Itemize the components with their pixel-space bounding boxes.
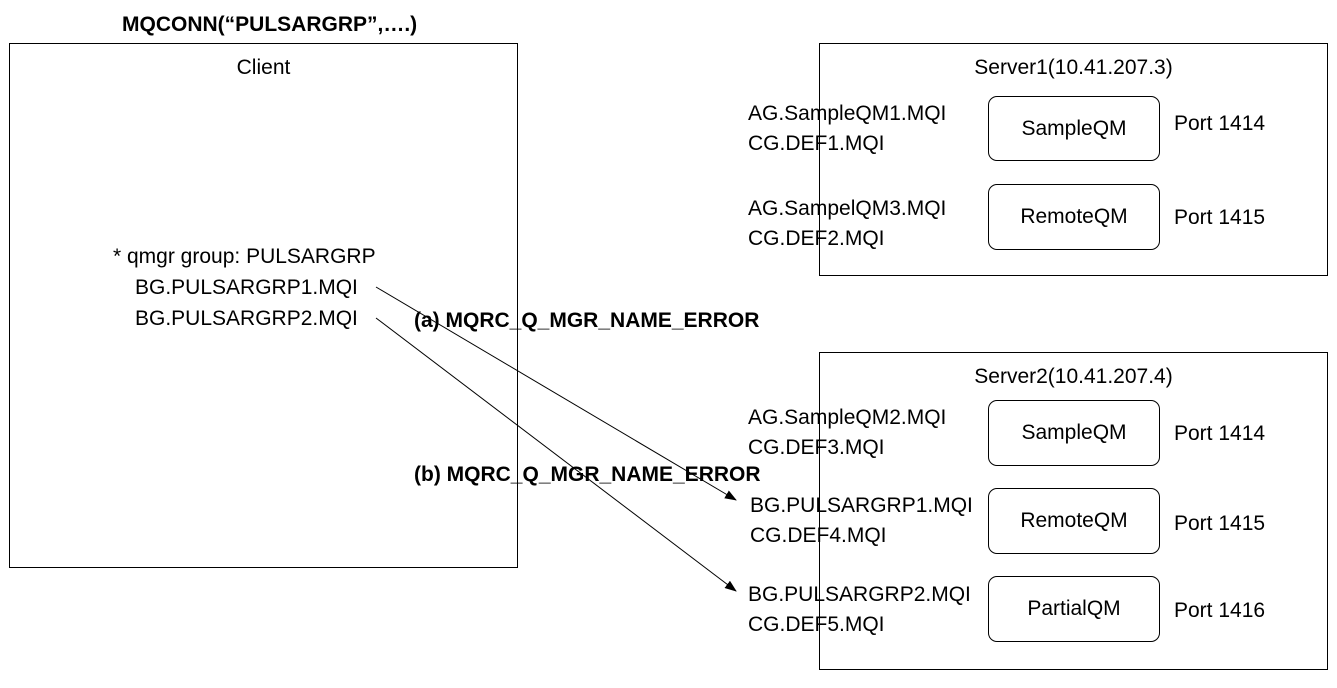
server1-row2-port: Port 1415 <box>1174 206 1266 229</box>
server2-row2-port: Port 1415 <box>1174 512 1266 535</box>
server1-qm-samplequm-label: SampleQM <box>1021 116 1127 140</box>
server1-row1-entry2: CG.DEF1.MQI <box>748 132 885 155</box>
server1-row2-entry2: CG.DEF2.MQI <box>748 227 885 250</box>
client-entry-2: BG.PULSARGRP2.MQI <box>135 307 358 330</box>
server2-qm-samplequm: SampleQM <box>988 400 1160 466</box>
server2-row2-entry2: CG.DEF4.MQI <box>750 524 887 547</box>
server1-row1-port: Port 1414 <box>1174 112 1266 135</box>
mqconn-call-label: MQCONN(“PULSARGRP”,….) <box>122 13 418 36</box>
server1-title: Server1(10.41.207.3) <box>974 56 1173 79</box>
server2-qm-remoteqm-label: RemoteQM <box>1020 509 1128 532</box>
server1-row1-entry1: AG.SampleQM1.MQI <box>748 102 947 125</box>
server2-qm-partialqm-label: PartialQM <box>1027 597 1121 620</box>
server2-qm-remoteqm: RemoteQM <box>988 488 1160 554</box>
server2-row3-entry2: CG.DEF5.MQI <box>748 613 885 636</box>
error-label-b: (b) MQRC_Q_MGR_NAME_ERROR <box>414 463 761 486</box>
server2-qm-partialqm: PartialQM <box>988 576 1160 642</box>
server1-qm-remoteqm-label: RemoteQM <box>1020 205 1128 228</box>
server2-row3-entry1: BG.PULSARGRP2.MQI <box>748 583 971 606</box>
error-label-a: (a) MQRC_Q_MGR_NAME_ERROR <box>414 309 760 332</box>
client-entry-1: BG.PULSARGRP1.MQI <box>135 276 358 299</box>
server2-row1-port: Port 1414 <box>1174 422 1266 445</box>
server1-qm-remoteqm: RemoteQM <box>988 184 1160 250</box>
client-title: Client <box>236 56 291 79</box>
server2-row1-entry1: AG.SampleQM2.MQI <box>748 406 947 429</box>
server2-row3-port: Port 1416 <box>1174 599 1266 622</box>
client-group-line: * qmgr group: PULSARGRP <box>113 245 376 268</box>
server1-qm-samplequm: SampleQM <box>988 96 1160 161</box>
server2-row2-entry1: BG.PULSARGRP1.MQI <box>750 494 973 517</box>
server1-row2-entry1: AG.SampelQM3.MQI <box>748 197 947 220</box>
server2-title: Server2(10.41.207.4) <box>974 365 1173 388</box>
server2-row1-entry2: CG.DEF3.MQI <box>748 436 885 459</box>
server2-qm-samplequm-label: SampleQM <box>1021 421 1127 444</box>
client-box <box>9 43 518 568</box>
